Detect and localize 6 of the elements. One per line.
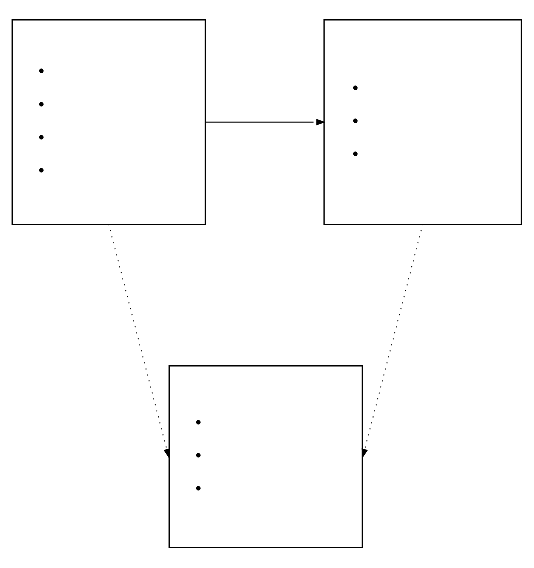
node-box: • • • [324, 20, 522, 226]
arrow [206, 119, 326, 126]
arrow [108, 224, 170, 458]
node-box: • • • [168, 365, 364, 548]
arrow [362, 224, 424, 458]
node-box: • • • • [12, 20, 206, 226]
